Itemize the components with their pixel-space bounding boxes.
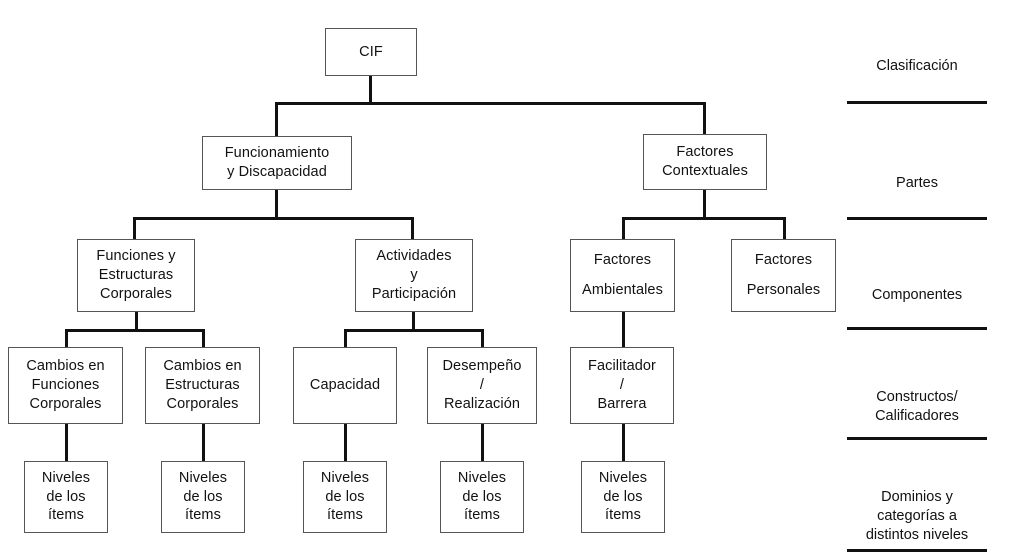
- connector-to-funciones-estructuras: [133, 217, 136, 239]
- connector-level2-bus: [275, 102, 706, 105]
- connector-cambios-estructuras-to-niveles: [202, 424, 205, 461]
- legend-divider-3: [847, 327, 987, 330]
- connector-funciones-down: [135, 312, 138, 332]
- node-factores-contextuales-label: Factores Contextuales: [662, 144, 748, 179]
- connector-to-factores-contextuales: [703, 102, 706, 134]
- connector-level3-bus-right: [622, 217, 786, 220]
- connector-funcionamiento-down: [275, 190, 278, 220]
- node-desempeno-realizacion[interactable]: Desempeño / Realización: [427, 347, 537, 424]
- connector-facilitador-to-niveles: [622, 424, 625, 461]
- node-factores-ambientales-label: Factores Ambientales: [582, 251, 663, 298]
- node-capacidad[interactable]: Capacidad: [293, 347, 397, 424]
- connector-level4-bus-a: [65, 329, 205, 332]
- legend-label-componentes: Componentes: [847, 267, 987, 305]
- legend-label-componentes-text: Componentes: [871, 287, 963, 304]
- connector-to-actividades: [411, 217, 414, 239]
- node-cif-label: CIF: [359, 43, 383, 60]
- node-cambios-en-estructuras-corporales-label: Cambios en Estructuras Corporales: [163, 358, 242, 412]
- node-actividades-y-participacion[interactable]: Actividades y Participación: [355, 239, 473, 312]
- node-niveles-de-los-items-1-label: Niveles de los ítems: [41, 469, 91, 524]
- node-facilitador-barrera-label: Facilitador / Barrera: [588, 358, 656, 412]
- connector-desempeno-to-niveles: [481, 424, 484, 461]
- connector-capacidad-to-niveles: [344, 424, 347, 461]
- node-niveles-de-los-items-3-label: Niveles de los ítems: [320, 469, 370, 524]
- node-funciones-y-estructuras-corporales-label: Funciones y Estructuras Corporales: [96, 248, 176, 302]
- node-facilitador-barrera[interactable]: Facilitador / Barrera: [570, 347, 674, 424]
- connector-ambientales-to-facilitador: [622, 312, 625, 347]
- node-niveles-de-los-items-5[interactable]: Niveles de los ítems: [581, 461, 665, 533]
- connector-to-factores-ambientales: [622, 217, 625, 239]
- connector-to-cambios-estructuras: [202, 329, 205, 347]
- connector-to-factores-personales: [783, 217, 786, 239]
- legend-label-dominios-categorias: Dominios y categorías a distintos nivele…: [847, 469, 987, 546]
- node-capacidad-label: Capacidad: [309, 377, 381, 394]
- node-actividades-y-participacion-label: Actividades y Participación: [371, 248, 457, 302]
- connector-actividades-down: [412, 312, 415, 332]
- node-niveles-de-los-items-2[interactable]: Niveles de los ítems: [161, 461, 245, 533]
- node-cif[interactable]: CIF: [325, 28, 417, 76]
- node-niveles-de-los-items-1[interactable]: Niveles de los ítems: [24, 461, 108, 533]
- node-factores-personales[interactable]: Factores Personales: [731, 239, 836, 312]
- node-factores-ambientales[interactable]: Factores Ambientales: [570, 239, 675, 312]
- legend-label-partes-text: Partes: [896, 175, 938, 192]
- legend-divider-5: [847, 549, 987, 552]
- connector-to-capacidad: [344, 329, 347, 347]
- node-niveles-de-los-items-3[interactable]: Niveles de los ítems: [303, 461, 387, 533]
- node-niveles-de-los-items-5-label: Niveles de los ítems: [598, 469, 648, 524]
- node-niveles-de-los-items-2-label: Niveles de los ítems: [178, 469, 228, 524]
- node-niveles-de-los-items-4-label: Niveles de los ítems: [457, 469, 507, 524]
- node-factores-personales-label: Factores Personales: [746, 251, 821, 298]
- node-funcionamiento-y-discapacidad[interactable]: Funcionamiento y Discapacidad: [202, 136, 352, 190]
- connector-level4-bus-b: [344, 329, 484, 332]
- connector-to-cambios-funciones: [65, 329, 68, 347]
- legend-label-partes: Partes: [847, 155, 987, 193]
- connector-factores-contextuales-down: [703, 190, 706, 220]
- legend-label-clasificacion: Clasificación: [847, 38, 987, 76]
- node-factores-contextuales[interactable]: Factores Contextuales: [643, 134, 767, 190]
- legend-label-constructos-calificadores: Constructos/ Calificadores: [847, 369, 987, 426]
- node-cambios-en-estructuras-corporales[interactable]: Cambios en Estructuras Corporales: [145, 347, 260, 424]
- connector-cambios-funciones-to-niveles: [65, 424, 68, 461]
- node-funciones-y-estructuras-corporales[interactable]: Funciones y Estructuras Corporales: [77, 239, 195, 312]
- legend-label-dominios-categorias-text: Dominios y categorías a distintos nivele…: [865, 489, 969, 544]
- node-funcionamiento-y-discapacidad-label: Funcionamiento y Discapacidad: [224, 145, 330, 180]
- legend-divider-2: [847, 217, 987, 220]
- connector-cif-down: [369, 76, 372, 104]
- connector-to-funcionamiento: [275, 102, 278, 136]
- legend-divider-4: [847, 437, 987, 440]
- node-cambios-en-funciones-corporales-label: Cambios en Funciones Corporales: [26, 358, 105, 412]
- legend-label-constructos-calificadores-text: Constructos/ Calificadores: [875, 389, 959, 425]
- node-niveles-de-los-items-4[interactable]: Niveles de los ítems: [440, 461, 524, 533]
- connector-level3-bus-left: [133, 217, 414, 220]
- node-desempeno-realizacion-label: Desempeño / Realización: [442, 358, 522, 412]
- legend-divider-1: [847, 101, 987, 104]
- connector-to-desempeno: [481, 329, 484, 347]
- legend-label-clasificacion-text: Clasificación: [876, 58, 958, 75]
- node-cambios-en-funciones-corporales[interactable]: Cambios en Funciones Corporales: [8, 347, 123, 424]
